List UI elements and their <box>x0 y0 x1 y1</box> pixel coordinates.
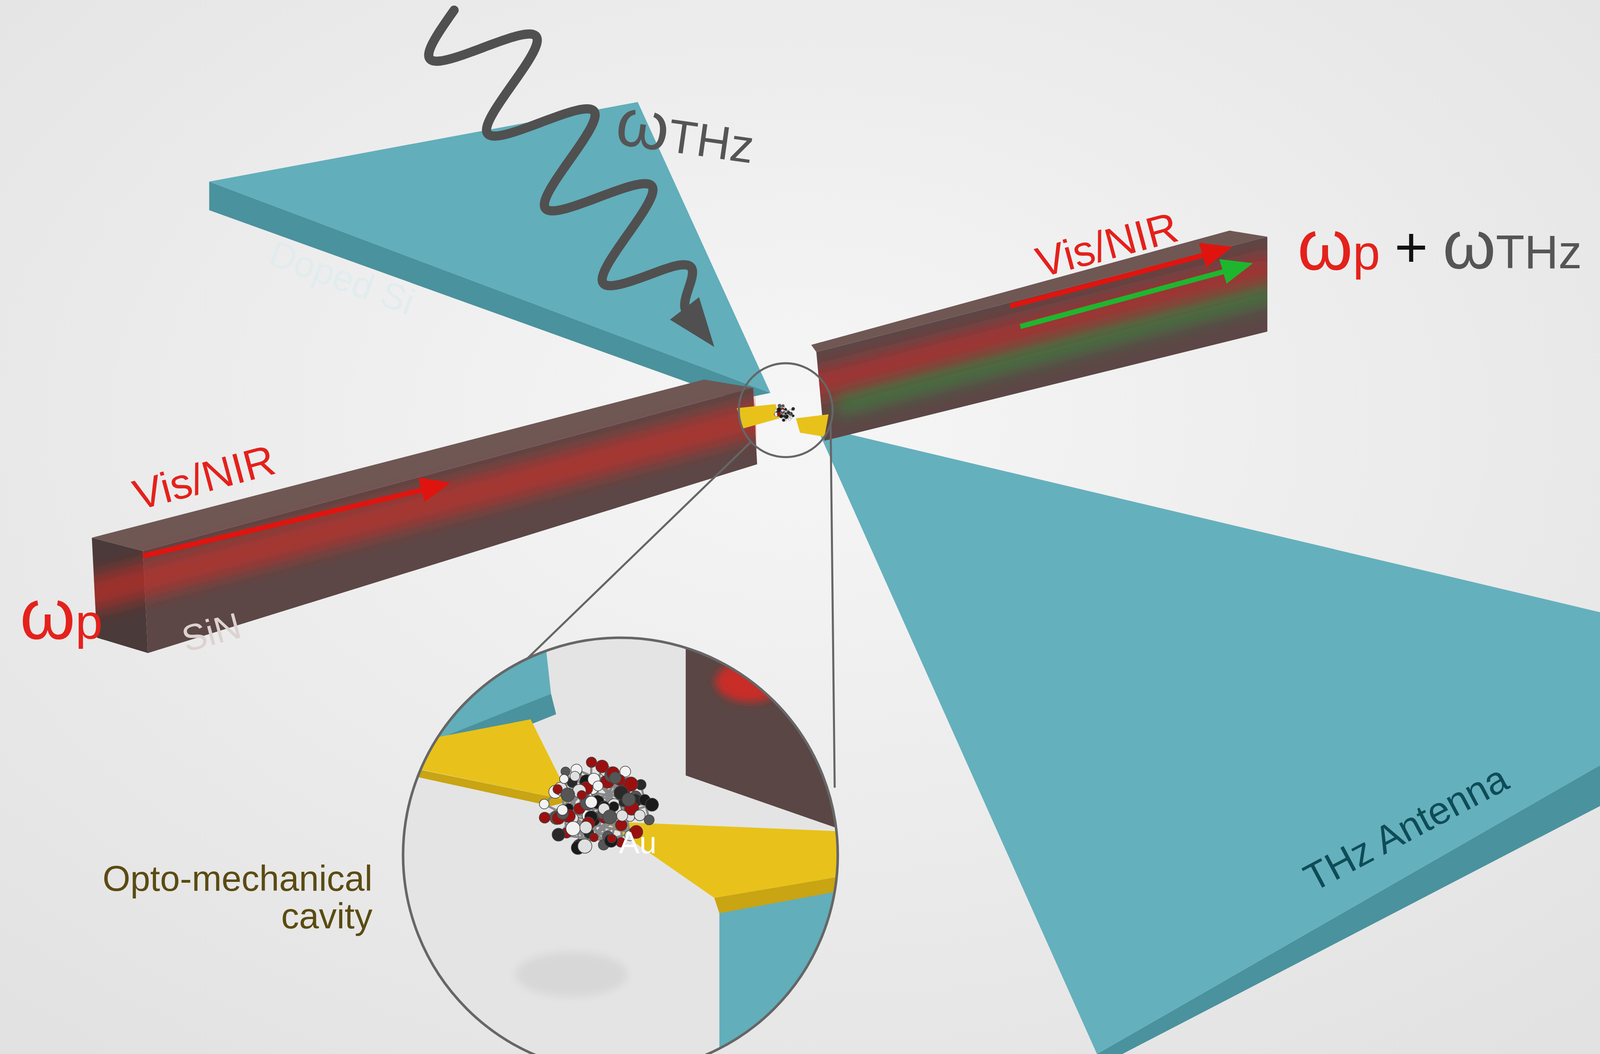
atom <box>782 418 785 422</box>
atom <box>792 414 795 418</box>
gold-bowtie <box>795 414 829 437</box>
atom <box>777 404 782 408</box>
atom <box>777 412 781 416</box>
frequency-label: ωp <box>19 577 103 652</box>
sin-waveguide <box>61 379 776 654</box>
atom <box>557 805 568 816</box>
wave-arrowhead <box>670 297 715 348</box>
zoom-circle <box>738 363 833 458</box>
thz-antenna <box>816 426 1600 1054</box>
atom <box>570 771 580 782</box>
gold-bowtie <box>736 404 780 429</box>
arrow-head <box>1219 259 1253 285</box>
atom <box>602 810 618 825</box>
atom <box>784 412 787 416</box>
molecule <box>773 404 795 422</box>
atom <box>577 839 593 854</box>
atom <box>560 788 575 802</box>
material-label: Doped Si <box>264 233 420 322</box>
arrow-head <box>418 477 452 503</box>
band-label: Vis/NIR <box>1031 204 1183 286</box>
atom <box>784 408 787 411</box>
atom <box>552 784 563 795</box>
operator-symbol: + <box>1394 217 1429 277</box>
atom <box>791 407 795 411</box>
atom <box>552 828 565 842</box>
atom <box>579 821 593 834</box>
optical-spot <box>834 677 855 731</box>
atom <box>621 793 636 807</box>
atom <box>781 404 785 408</box>
bond <box>782 406 793 417</box>
part-label: THz Antenna <box>1297 758 1515 900</box>
atom <box>577 790 587 800</box>
material-label: Au <box>619 826 657 860</box>
atom <box>645 798 659 812</box>
atom <box>644 815 655 826</box>
frequency-label: ωTHz <box>1442 209 1582 281</box>
thz-wave <box>428 10 715 347</box>
atom <box>565 821 580 836</box>
atom <box>616 810 628 822</box>
frequency-label: ωTHz <box>611 85 760 176</box>
atom <box>634 810 646 822</box>
gold-tip <box>714 875 847 914</box>
sum-frequency-glow <box>836 291 1276 407</box>
atom <box>592 781 603 792</box>
atom <box>788 413 792 416</box>
waveguide-top-face <box>91 379 753 552</box>
optical-mode-glow <box>61 413 776 603</box>
bond <box>783 408 794 420</box>
inset-circle <box>402 638 838 1054</box>
atom <box>586 757 597 768</box>
band-label: Vis/NIR <box>128 437 280 519</box>
inset-background <box>398 632 848 1054</box>
shadow <box>515 952 628 998</box>
caption-label: Opto-mechanical cavity <box>25 860 373 936</box>
atom <box>539 799 550 810</box>
material-label: SiN <box>177 606 245 659</box>
atom <box>781 409 784 412</box>
atom <box>607 834 616 844</box>
inset <box>398 597 856 1054</box>
atom <box>539 812 551 824</box>
atom <box>589 833 599 842</box>
atom <box>559 774 569 784</box>
atom <box>585 796 598 809</box>
atom <box>604 834 618 848</box>
atom <box>609 772 622 785</box>
atom <box>785 415 789 419</box>
atom <box>774 409 777 412</box>
waveguide-end <box>685 597 848 833</box>
frequency-label: ωp <box>1297 207 1381 283</box>
optical-mode-glow <box>806 267 1276 388</box>
atom <box>776 407 781 412</box>
zoom-line <box>830 424 835 789</box>
